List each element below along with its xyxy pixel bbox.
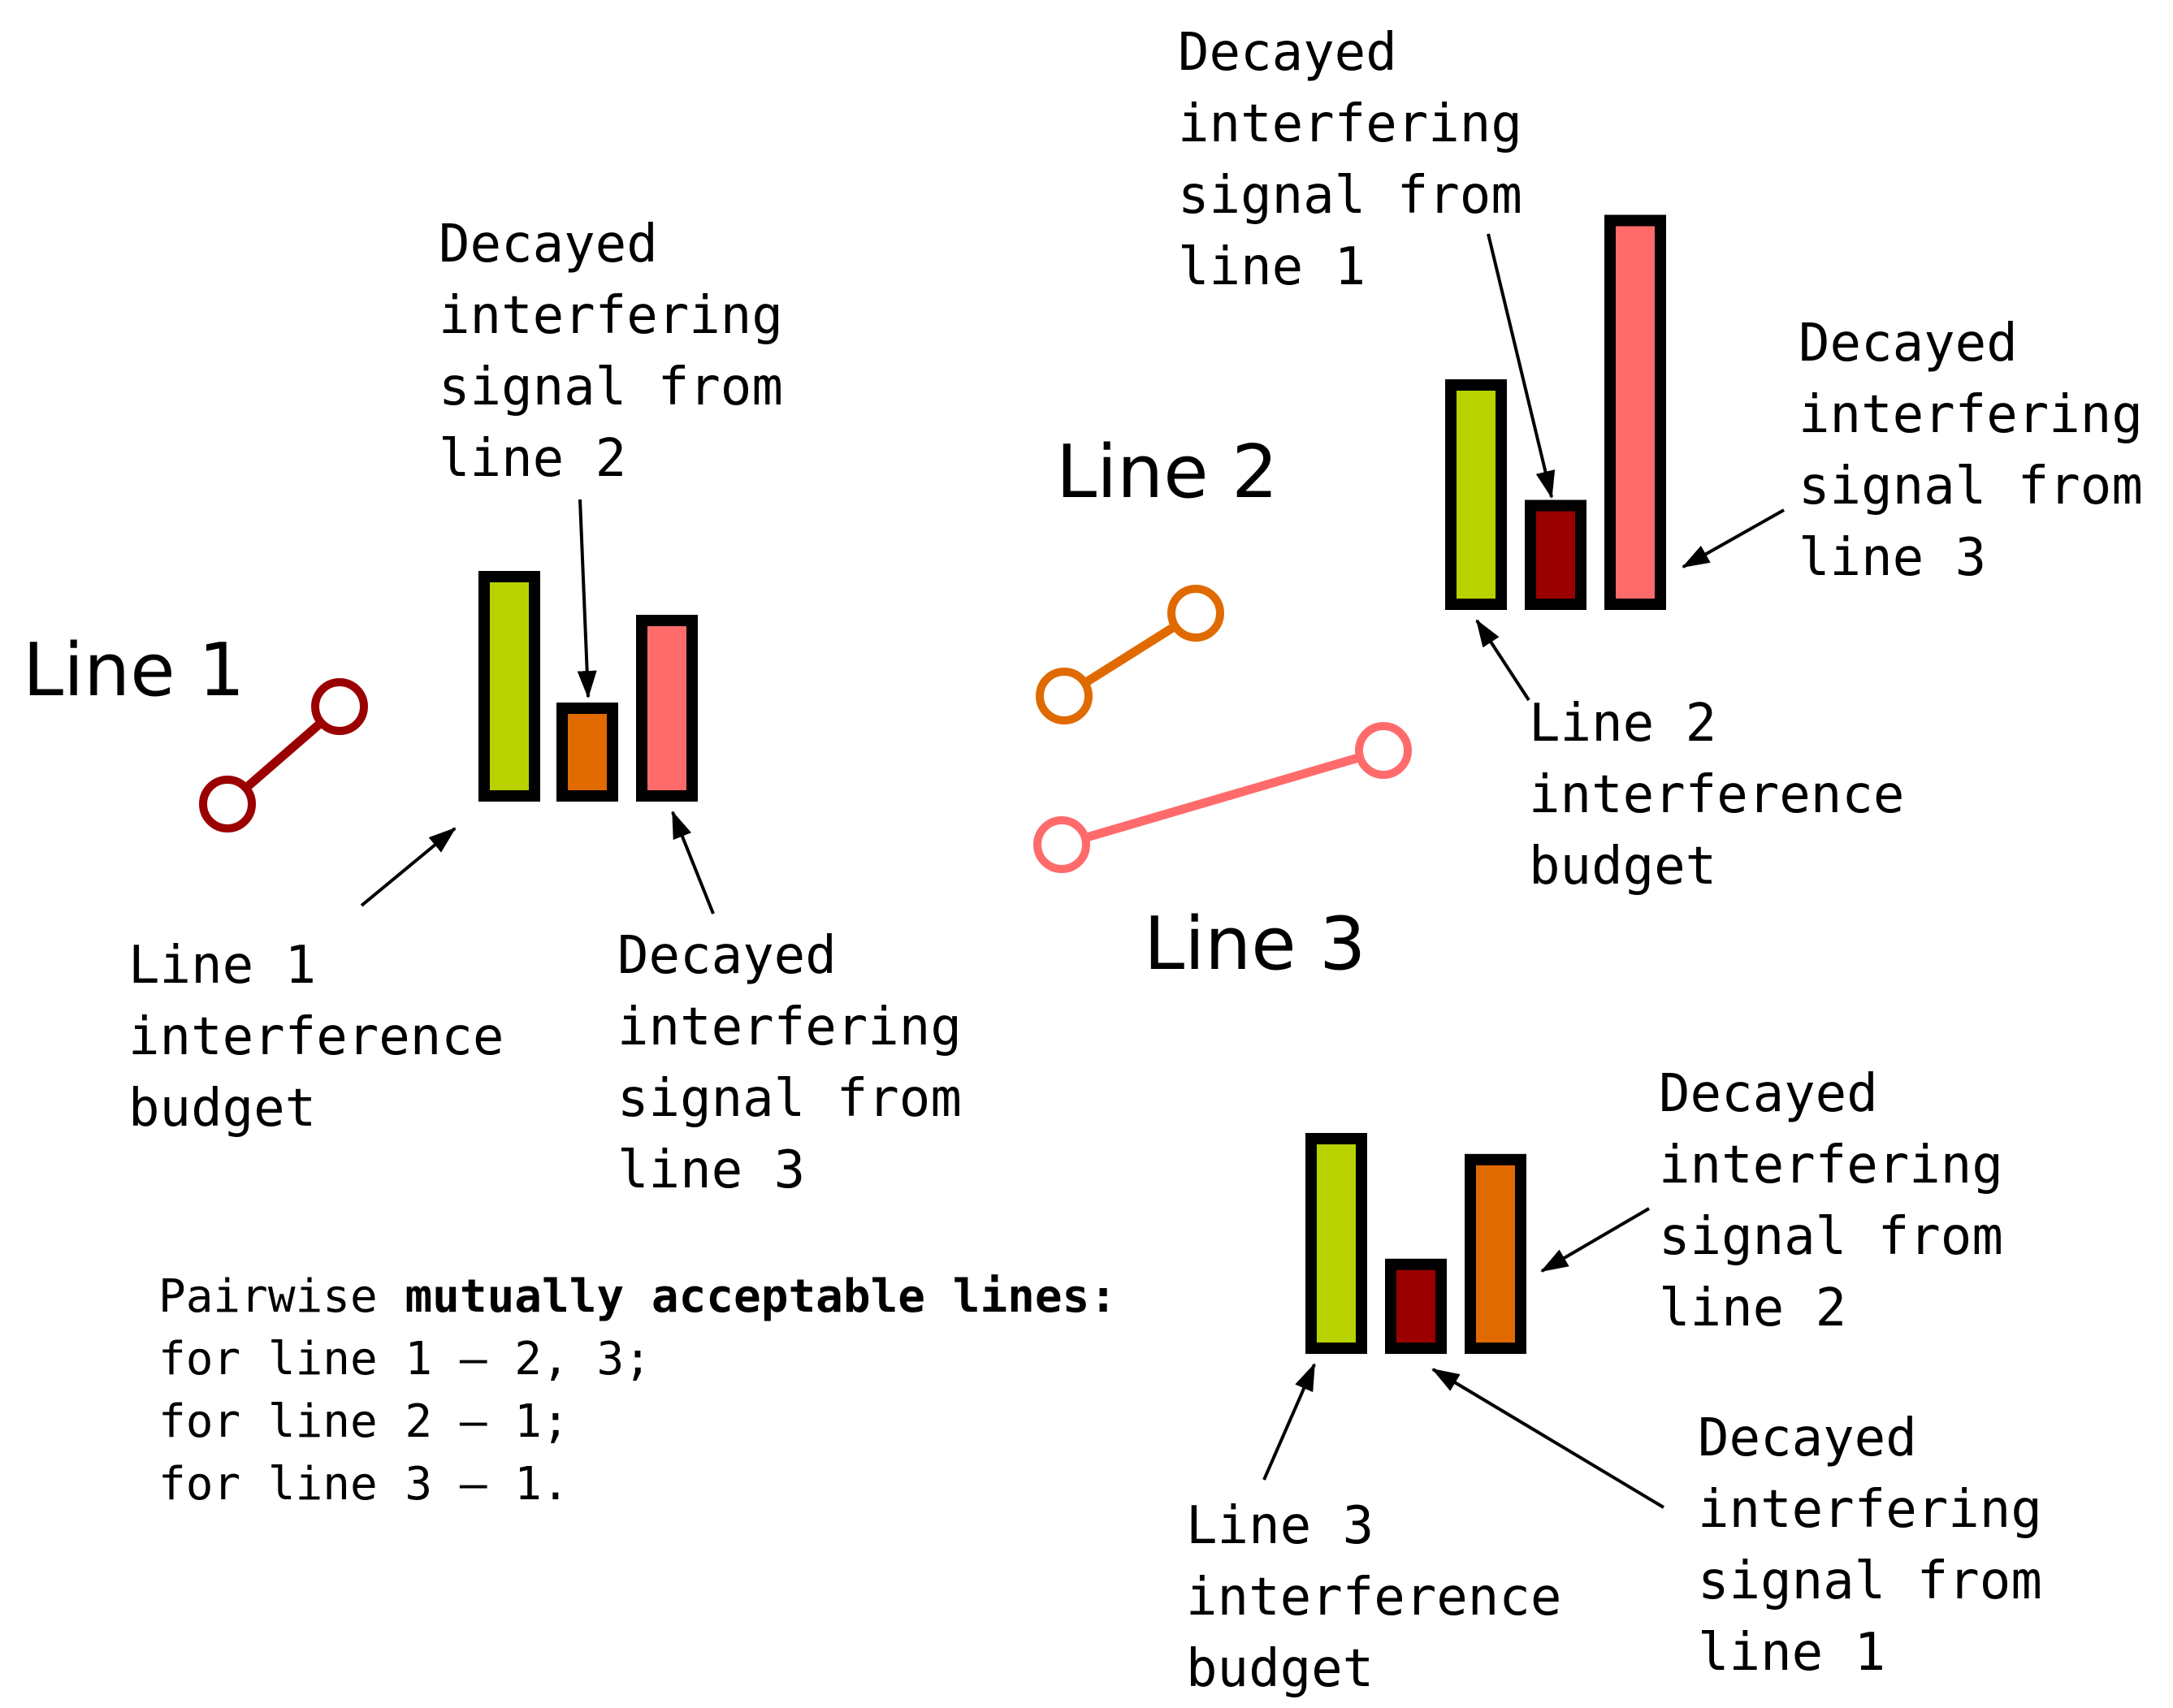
g1-from3-annotation: Decayed interfering signal from line 3 — [617, 926, 993, 1200]
g3-bar-line1 — [1385, 1258, 1447, 1355]
line-3-node-start — [1033, 816, 1090, 873]
group-3-bars — [1305, 1133, 1526, 1355]
line-1-label: Line 1 — [23, 628, 245, 713]
line-2-node-end — [1167, 585, 1224, 642]
g1-bar-line2 — [556, 703, 618, 802]
g3-bar-line2 — [1465, 1153, 1526, 1355]
g3-from2-arrow — [1540, 1207, 1651, 1273]
summary-heading: Pairwise mutually acceptable lines: — [158, 1270, 1117, 1323]
summary-heading-normal: Pairwise — [158, 1270, 405, 1323]
g1-from2-arrow — [577, 499, 597, 698]
summary-heading-bold: mutually acceptable lines: — [405, 1270, 1117, 1323]
g2-bar-line3 — [1604, 214, 1666, 610]
summary-row-3: for line 3 – 1. — [158, 1458, 569, 1511]
g3-from1-annotation: Decayed interfering signal from line 1 — [1698, 1408, 2073, 1683]
g2-budget-arrow — [1475, 619, 1530, 702]
line-2-node-start — [1036, 668, 1093, 724]
g2-from3-arrow — [1682, 508, 1785, 569]
summary-row-1: for line 1 – 2, 3; — [158, 1333, 651, 1386]
g3-budget-arrow — [1262, 1363, 1316, 1481]
g2-from1-annotation: Decayed interfering signal from line 1 — [1178, 23, 1553, 297]
g1-bar-budget — [478, 571, 540, 802]
g1-bar-line3 — [636, 615, 698, 802]
group-1-bars — [478, 571, 698, 802]
g2-bar-budget — [1445, 379, 1507, 610]
line-1-node-start — [199, 776, 256, 832]
g1-budget-arrow — [360, 827, 457, 907]
line-3-label: Line 3 — [1144, 902, 1366, 987]
g3-from2-annotation: Decayed interfering signal from line 2 — [1659, 1064, 2034, 1338]
line-1-node-end — [311, 678, 368, 735]
g1-from2-annotation: Decayed interfering signal from line 2 — [439, 214, 814, 489]
g2-budget-annotation: Line 2 interference budget — [1529, 694, 1936, 897]
g2-from3-annotation: Decayed interfering signal from line 3 — [1799, 313, 2173, 588]
g1-budget-annotation: Line 1 interference budget — [128, 936, 535, 1139]
g3-from1-arrow — [1431, 1368, 1665, 1509]
g2-from1-arrow — [1487, 233, 1556, 499]
g2-bar-line1 — [1525, 499, 1586, 610]
line-3-link — [1060, 746, 1385, 850]
line-2-label: Line 2 — [1056, 430, 1278, 515]
summary-row-2: for line 2 – 1; — [158, 1395, 569, 1448]
line-3-node-end — [1355, 722, 1412, 779]
g3-budget-annotation: Line 3 interference budget — [1186, 1496, 1593, 1699]
group-2-bars — [1445, 214, 1666, 610]
g3-bar-budget — [1305, 1133, 1367, 1354]
g1-from3-arrow — [671, 811, 715, 915]
